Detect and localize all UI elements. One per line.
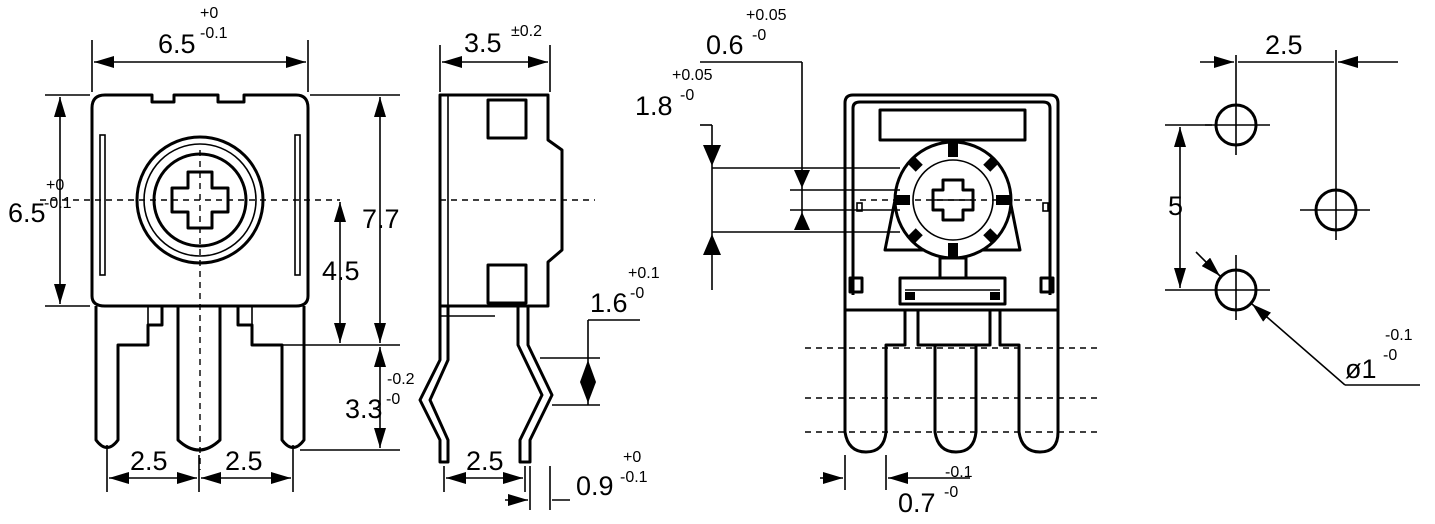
side-pin-pitch-dim: 2.5 xyxy=(466,446,504,476)
rotor-tooth xyxy=(983,156,999,172)
rotor-tooth xyxy=(948,143,958,157)
rear-pin-width-tol-lower: -0 xyxy=(944,484,958,501)
side-kink-tol-upper: +0.1 xyxy=(628,265,660,282)
rear-center-block xyxy=(916,310,992,347)
rear-pin-width-dim: 0.7 xyxy=(898,488,936,518)
rear-cross-slot xyxy=(931,178,975,222)
arrowhead xyxy=(794,212,810,230)
front-pitch-right-dim: 2.5 xyxy=(225,446,263,476)
front-view: 6.5 +0 -0.1 6.5 +0 -0.1 7.7 4.5 3.3 -0.2… xyxy=(8,5,415,492)
rear-contact-block xyxy=(898,276,1007,306)
rear-rotor-teeth xyxy=(896,143,1010,257)
rotor-tooth xyxy=(907,228,923,244)
side-depth-dim: 3.5 xyxy=(464,28,502,58)
rear-contact-nub xyxy=(905,292,915,300)
front-pitch-left-dim: 2.5 xyxy=(130,446,168,476)
front-height-dim: 6.5 xyxy=(8,198,46,228)
front-pin-length-tol-lower: -0 xyxy=(386,391,400,408)
footprint-hole-dia-arrow-1 xyxy=(1195,251,1221,277)
side-tab-bottom xyxy=(486,263,528,305)
footprint-hole-tol-lower: -0 xyxy=(1383,347,1397,364)
side-view: 3.5 ±0.2 1.6 +0.1 -0 2.5 0.9 +0 -0.1 xyxy=(418,23,660,510)
side-kink-tol-lower: -0 xyxy=(630,285,644,302)
front-left-rib xyxy=(99,134,106,276)
side-pin-thickness-dim: 0.9 xyxy=(576,471,614,501)
side-body-outline xyxy=(438,93,564,308)
front-leg-middle xyxy=(176,306,222,452)
rear-leg-middle xyxy=(933,345,978,454)
front-leg-left xyxy=(94,306,164,449)
front-cross-slot xyxy=(170,170,230,230)
front-width-tol-lower: -0.1 xyxy=(200,25,228,42)
side-pin-thk-tol-lower: -0.1 xyxy=(620,469,648,486)
rear-mark xyxy=(1042,202,1049,212)
rear-frame-inner xyxy=(851,100,1052,295)
footprint-hole-tol-upper: -0.1 xyxy=(1385,327,1413,344)
side-tab-top xyxy=(486,98,528,140)
side-pin-thk-tol-upper: +0 xyxy=(623,449,641,466)
front-center-height-dim: 4.5 xyxy=(322,256,360,286)
arrowhead xyxy=(703,145,721,166)
front-height-tol-upper: +0 xyxy=(46,177,64,194)
rear-leg-left xyxy=(843,310,907,454)
rear-leg-right xyxy=(998,310,1060,454)
rear-slot-width-tol-upper: +0.05 xyxy=(746,7,787,24)
rear-contact-nub xyxy=(990,292,1000,300)
front-total-height-dim: 7.7 xyxy=(362,204,400,234)
rear-slot-height-tol-lower: -0 xyxy=(680,87,694,104)
rear-pin-width-tol-upper: -0.1 xyxy=(945,464,973,481)
front-width-dim: 6.5 xyxy=(158,29,196,59)
side-leg-right xyxy=(516,306,554,464)
side-depth-tol: ±0.2 xyxy=(511,23,542,40)
side-leg-left xyxy=(418,306,450,464)
rear-tab-left xyxy=(848,276,864,294)
rear-slot-width-dim: 0.6 xyxy=(706,30,744,60)
footprint-pitch-h-dim: 2.5 xyxy=(1265,30,1303,60)
rotor-tooth xyxy=(983,228,999,244)
rear-tab-right xyxy=(1039,276,1055,294)
rear-wiper xyxy=(938,256,968,280)
footprint-hole-dia-arrow-2 xyxy=(1251,303,1346,386)
footprint-hole-dia-dim: ø1 xyxy=(1345,354,1377,384)
footprint-pitch-v-dim: 5 xyxy=(1168,191,1183,221)
side-kink-dim: 1.6 xyxy=(590,288,628,318)
pcb-footprint: 2.5 5 ø1 -0.1 -0 xyxy=(1165,30,1420,386)
rear-slot-width-tol-lower: -0 xyxy=(752,27,766,44)
rotor-tooth xyxy=(948,243,958,257)
rear-base xyxy=(843,300,1060,312)
front-pin-length-dim: 3.3 xyxy=(345,394,383,424)
arrowhead xyxy=(794,170,810,188)
arrowhead xyxy=(580,360,596,382)
rear-slot-height-tol-upper: +0.05 xyxy=(672,67,713,84)
front-body-outline xyxy=(90,93,310,308)
rear-slot-height-dim: 1.8 xyxy=(635,91,673,121)
rear-label-window xyxy=(878,108,1027,142)
rotor-tooth xyxy=(907,156,923,172)
front-leg-right xyxy=(236,306,306,449)
arrowhead xyxy=(580,382,596,403)
front-right-rib xyxy=(294,134,301,276)
rear-view: 1.8 +0.05 -0 0.6 +0.05 -0 0.7 -0.1 -0 xyxy=(635,7,1100,518)
front-height-tol-lower: -0.1 xyxy=(44,195,72,212)
arrowhead xyxy=(703,234,721,255)
rear-frame-outline xyxy=(843,93,1060,300)
rotor-tooth xyxy=(896,195,910,205)
front-width-tol-upper: +0 xyxy=(200,5,218,22)
front-pin-length-tol: -0.2 xyxy=(387,371,415,388)
rear-mark xyxy=(856,202,863,212)
